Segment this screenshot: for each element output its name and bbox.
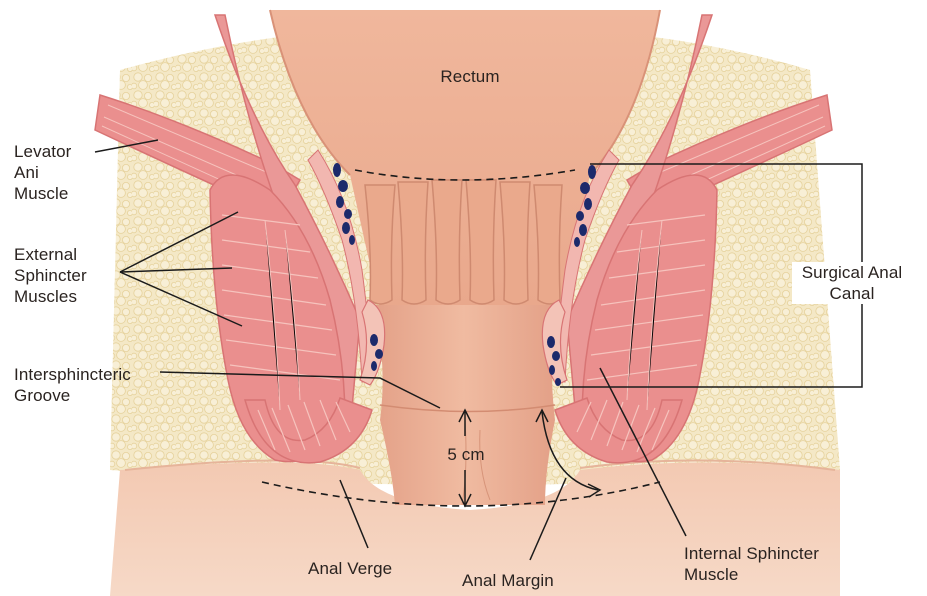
label-external-sphincter-muscles: External Sphincter Muscles bbox=[14, 244, 124, 307]
label-rectum: Rectum bbox=[430, 66, 510, 87]
label-surgical-anal-canal: Surgical Anal Canal bbox=[792, 262, 912, 304]
label-five-cm: 5 cm bbox=[440, 444, 492, 465]
label-intersphincteric-groove: Intersphincteric Groove bbox=[14, 364, 164, 406]
label-levator-ani-muscle: Levator Ani Muscle bbox=[14, 141, 104, 204]
label-anal-margin: Anal Margin bbox=[462, 570, 592, 591]
label-anal-verge: Anal Verge bbox=[308, 558, 428, 579]
label-internal-sphincter-muscle: Internal Sphincter Muscle bbox=[684, 543, 864, 585]
anal-canal bbox=[372, 305, 556, 505]
